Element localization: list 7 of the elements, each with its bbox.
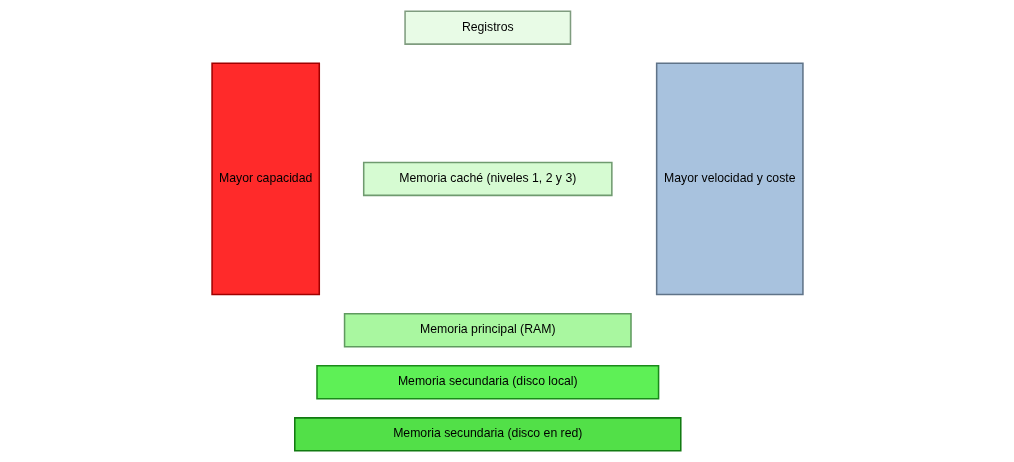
node-box: Mayor velocidad y coste xyxy=(655,62,804,296)
node-box: Registros xyxy=(403,10,571,45)
node-box: Memoria principal (RAM) xyxy=(343,312,632,348)
node-box: Memoria secundaria (disco local) xyxy=(315,365,659,400)
node-box: Memoria caché (niveles 1, 2 y 3) xyxy=(362,161,613,197)
node-box: Mayor capacidad xyxy=(210,62,320,296)
node-box: Memoria secundaria (disco en red) xyxy=(293,417,682,452)
